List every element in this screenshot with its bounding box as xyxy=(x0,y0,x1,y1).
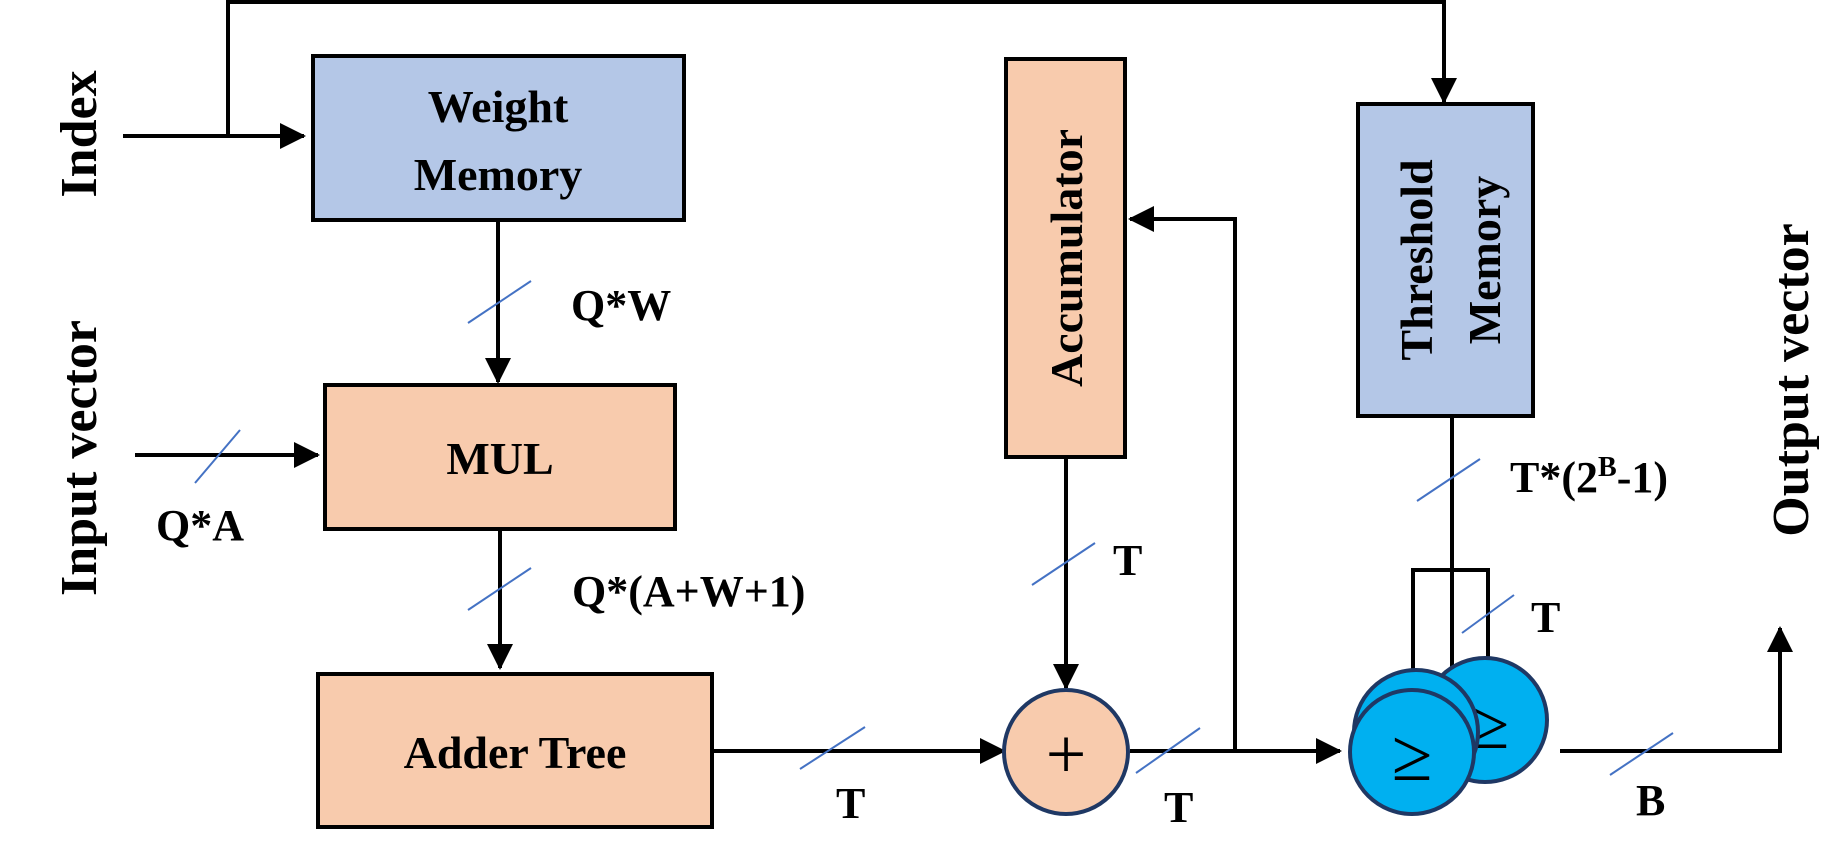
bus-label-accumulator-to-adder: T xyxy=(1113,536,1142,585)
wire-feedback-to-accumulator xyxy=(1128,206,1237,751)
bus-label-input-to-mul: Q*A xyxy=(156,501,244,550)
threshold-memory-label-2: Memory xyxy=(1459,176,1510,345)
bus-label-threshold-out: T*(2B-1) xyxy=(1510,452,1668,502)
accumulator-block: Accumulator xyxy=(1004,57,1127,459)
bus-label-comparator-threshold: T xyxy=(1531,593,1560,642)
adder-tree-label: Adder Tree xyxy=(404,727,627,778)
index-input-label: Index xyxy=(51,70,108,197)
bus-label-weight-to-mul: Q*W xyxy=(571,281,671,330)
bus-label-mul-to-adder-tree: Q*(A+W+1) xyxy=(572,567,805,616)
input-vector-label: Input vector xyxy=(51,320,108,596)
bus-label-threshold-sup: B xyxy=(1598,452,1617,483)
bus-tick-weight xyxy=(467,280,532,324)
bus-tick-comparator-t xyxy=(1461,594,1515,634)
mul-label: MUL xyxy=(446,433,553,484)
weight-memory-block: Weight Memory xyxy=(311,54,686,222)
bus-label-threshold-tail: -1) xyxy=(1617,453,1668,502)
bus-ticks xyxy=(194,280,1674,776)
wire-index-to-threshold-memory xyxy=(226,0,1457,136)
comparator-front xyxy=(1348,688,1476,816)
bus-label-threshold-base: T*(2 xyxy=(1510,453,1598,502)
bus-tick-mul xyxy=(467,567,532,611)
bus-tick-adder-out xyxy=(1135,727,1201,774)
bus-label-adder-out: T xyxy=(1164,783,1193,832)
bus-tick-input xyxy=(194,429,241,484)
comparator-stack: ≥ ≥ xyxy=(1348,656,1549,816)
weight-memory-label-1: Weight xyxy=(428,81,569,132)
mul-block: MUL xyxy=(323,383,677,531)
adder-node: + xyxy=(1002,688,1130,816)
bus-tick-comparator-out xyxy=(1609,732,1674,776)
wire-comparator-out xyxy=(1560,626,1793,753)
bus-tick-threshold xyxy=(1416,458,1481,502)
bus-tick-adder-tree xyxy=(799,726,866,770)
weight-memory-label-2: Memory xyxy=(414,149,583,200)
bus-label-comparator-out: B xyxy=(1636,776,1665,825)
wires xyxy=(123,0,1793,764)
accumulator-label: Accumulator xyxy=(1041,129,1092,387)
output-vector-label: Output vector xyxy=(1763,223,1820,536)
comparator-symbol: ≥ xyxy=(1392,715,1433,797)
threshold-memory-block: Threshold Memory xyxy=(1356,102,1535,418)
threshold-memory-label-1: Threshold xyxy=(1391,159,1442,361)
bus-tick-accumulator xyxy=(1031,542,1096,586)
adder-symbol: + xyxy=(1046,714,1087,794)
bus-label-adder-tree-to-adder: T xyxy=(836,779,865,828)
adder-tree-block: Adder Tree xyxy=(316,672,714,829)
